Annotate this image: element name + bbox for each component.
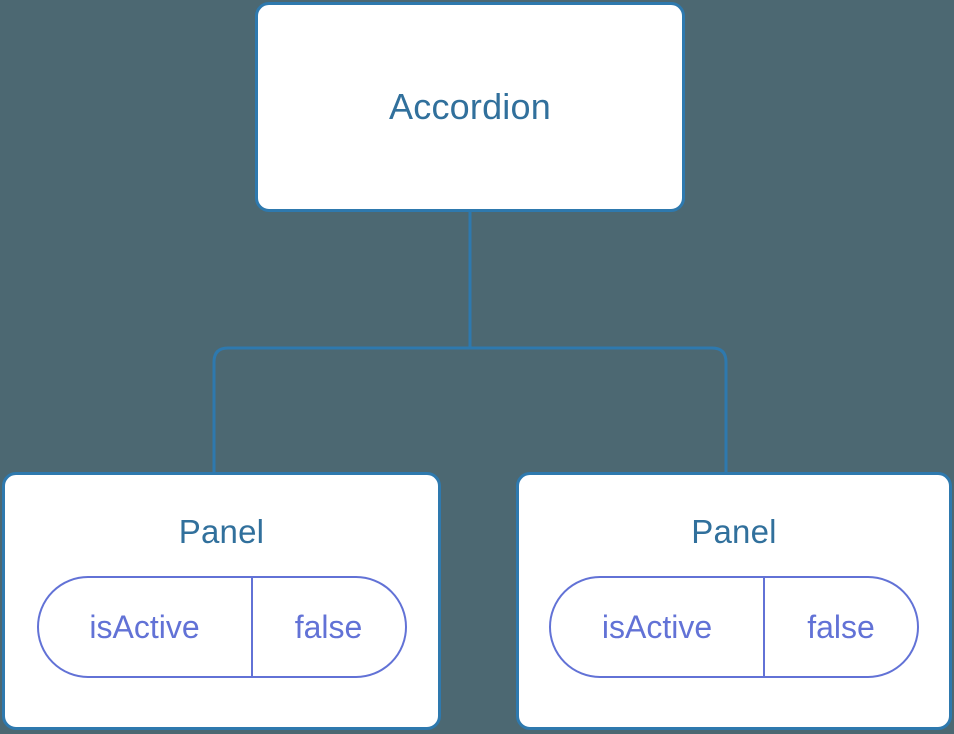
node-title: Accordion: [389, 86, 551, 127]
node-panel-2[interactable]: Panel isActive false: [516, 472, 952, 730]
node-title: Panel: [691, 513, 777, 550]
state-badge[interactable]: isActive false: [36, 576, 407, 678]
edge-branch-right: [470, 346, 728, 472]
node-accordion[interactable]: Accordion: [255, 2, 685, 212]
state-badge[interactable]: isActive false: [549, 576, 919, 678]
edge-branch-left: [212, 346, 470, 472]
node-panel-1[interactable]: Panel isActive false: [2, 472, 441, 730]
state-value: false: [250, 578, 405, 676]
state-value: false: [763, 578, 917, 676]
state-key: isActive: [89, 609, 200, 645]
state-key: isActive: [601, 609, 713, 645]
node-title: Panel: [178, 513, 265, 550]
